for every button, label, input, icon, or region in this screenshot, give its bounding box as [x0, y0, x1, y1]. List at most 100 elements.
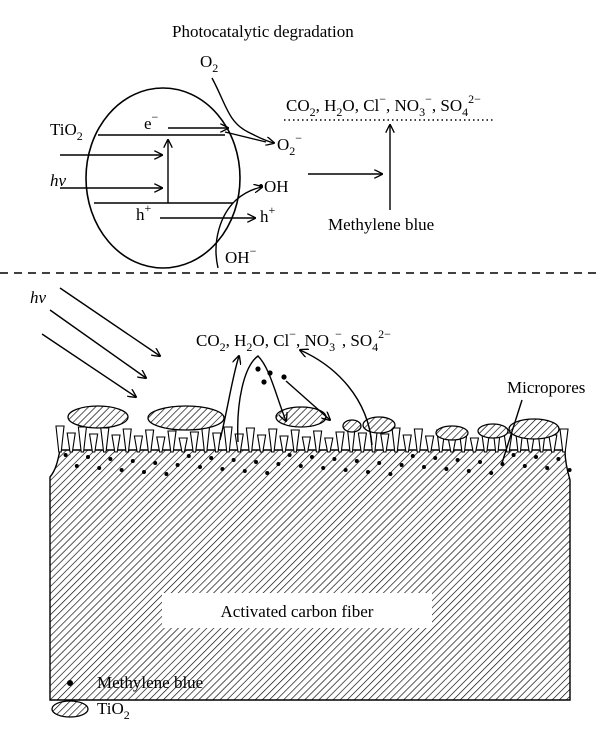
hydroxide-oxidation-arrow: [215, 187, 262, 269]
tio2-particle-surface: [67, 405, 129, 429]
methylene-blue-adsorbed: [298, 464, 303, 468]
tio2-particle-surface: [435, 425, 469, 441]
light-hv-label: hν: [50, 171, 67, 190]
micropore: [133, 435, 144, 453]
micropore: [391, 427, 401, 453]
methylene-blue-adsorbed: [422, 465, 426, 469]
methylene-blue-adsorbed: [388, 472, 393, 476]
methylene-blue-adsorbed: [321, 466, 326, 470]
micropore: [413, 428, 424, 453]
electron-label: e−: [144, 110, 159, 133]
micropore: [279, 435, 289, 453]
substrate-label: Activated carbon fiber: [221, 602, 374, 621]
methylene-blue-adsorbed: [511, 453, 516, 457]
methylene-blue-adsorbed: [130, 459, 135, 463]
methylene-blue-adsorbed: [242, 469, 247, 473]
methylene-blue-adsorbed: [108, 457, 113, 461]
methylene-blue-adsorbed: [287, 453, 292, 457]
micropore: [357, 432, 368, 453]
hole-label: h+: [136, 201, 152, 224]
methylene-blue-adsorbed: [556, 457, 561, 461]
micropores-label: Micropores: [507, 378, 585, 397]
methylene-blue-adsorbed: [354, 459, 359, 463]
methylene-blue-adsorbed: [265, 471, 270, 475]
micropore: [200, 425, 211, 453]
reaction-arrow: [219, 356, 239, 441]
legend-methylene-blue-dot: [67, 680, 73, 686]
methylene-blue-adsorbed: [209, 456, 214, 460]
methylene-blue-free: [261, 379, 267, 385]
methylene-blue-adsorbed: [343, 468, 348, 472]
legend-methylene-blue-label: Methylene blue: [97, 673, 203, 692]
legend: Methylene blue TiO2: [51, 673, 203, 722]
methylene-blue-adsorbed: [500, 462, 505, 466]
micropore: [88, 433, 99, 453]
methylene-blue-adsorbed: [489, 471, 494, 475]
methylene-blue-adsorbed: [74, 464, 79, 468]
methylene-blue-adsorbed: [455, 458, 460, 462]
tio2-particle: [85, 87, 241, 269]
legend-tio2-swatch: [51, 700, 89, 718]
methylene-blue-adsorbed: [220, 467, 225, 471]
methylene-blue-adsorbed: [366, 470, 370, 474]
methylene-blue-adsorbed: [86, 455, 90, 459]
micropore: [290, 429, 300, 453]
methylene-blue-adsorbed: [410, 454, 415, 458]
micropore: [178, 437, 188, 453]
tio2-particle-surface: [147, 405, 225, 431]
micropore: [189, 431, 200, 453]
methylene-blue-adsorbed: [377, 461, 382, 465]
micropores-leader: [501, 399, 523, 464]
micropore: [55, 425, 65, 453]
micropore: [268, 428, 278, 453]
methylene-blue-free: [255, 366, 261, 372]
micropore: [111, 434, 121, 453]
methylene-blue-dots: [63, 453, 572, 476]
methylene-blue-adsorbed: [466, 469, 471, 473]
products-label-bottom: CO2, H2O, Cl−, NO3−, SO42−: [196, 327, 391, 354]
micropore: [66, 432, 76, 453]
tio2-particle-surface: [508, 418, 560, 440]
superoxide-label: O2−: [277, 131, 302, 158]
substrate-label-box: [162, 593, 432, 628]
micropore: [77, 426, 88, 453]
methylene-blue-adsorbed: [545, 466, 550, 470]
micropore: [256, 434, 267, 453]
methylene-blue-adsorbed: [310, 455, 314, 459]
cb-to-superoxide: [224, 131, 267, 143]
hole-out-label: h+: [260, 203, 276, 226]
methylene-blue-adsorbed: [478, 460, 482, 464]
methylene-blue-adsorbed: [399, 463, 404, 467]
reaction-arrow: [300, 350, 373, 446]
micropore: [301, 436, 312, 453]
legend-tio2-label: TiO2: [97, 699, 130, 722]
methylene-blue-adsorbed: [119, 468, 124, 472]
methylene-blue-adsorbed: [444, 467, 449, 471]
micropore: [245, 427, 256, 453]
hydroxide-label: OH−: [225, 244, 257, 267]
methylene-blue-adsorbed: [198, 465, 202, 469]
oxygen-label: O2: [200, 52, 218, 75]
methylene-blue-adsorbed: [276, 462, 281, 466]
tio2-particle-surface: [362, 416, 396, 434]
activated-carbon-fiber: [49, 449, 571, 701]
micropore: [100, 427, 110, 453]
methylene-blue-adsorbed: [153, 461, 158, 465]
micropore: [380, 433, 390, 453]
micropore: [144, 429, 155, 453]
methylene-blue-adsorbed: [231, 458, 236, 462]
diagram-title: Photocatalytic degradation: [172, 22, 354, 41]
light-ray-3: [41, 333, 136, 397]
micropore: [424, 435, 435, 453]
reaction-arrow: [236, 355, 286, 443]
light-ray-2: [49, 309, 146, 378]
methylene-blue-adsorbed: [164, 472, 169, 476]
methylene-blue-adsorbed: [186, 454, 191, 458]
tio2-particle-surface: [342, 419, 362, 433]
methylene-blue-free: [281, 374, 287, 380]
top-panel: Photocatalytic degradation TiO2 hν e− h+…: [50, 22, 495, 269]
micropore: [559, 428, 569, 453]
methylene-blue-top-label: Methylene blue: [328, 215, 434, 234]
methylene-blue-adsorbed: [522, 464, 527, 468]
